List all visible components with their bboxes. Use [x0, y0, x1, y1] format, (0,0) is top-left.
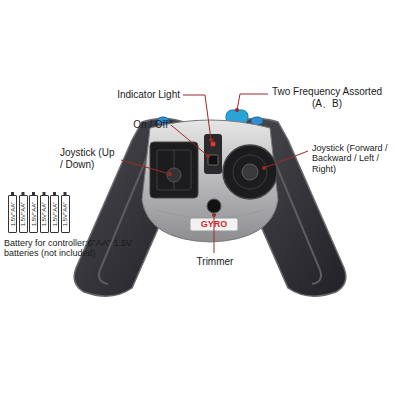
joystick-stick	[242, 164, 258, 180]
battery-label: 1.5V"AA"	[41, 202, 47, 227]
callout-label: Trimmer	[192, 256, 238, 268]
battery: 1.5V"AA"	[61, 195, 70, 233]
brand-label: GYRO	[190, 219, 238, 229]
joystick-guide	[233, 155, 267, 189]
battery: 1.5V"AA"	[29, 195, 38, 233]
joystick-guide	[157, 150, 191, 190]
center-panel	[204, 134, 222, 174]
grip-trim	[99, 150, 150, 284]
callout-label: Two Frequency Assorted (A、B)	[262, 86, 392, 109]
battery: 1.5V"AA"	[8, 195, 17, 233]
controller-body	[142, 120, 278, 242]
callout-label: Joystick (Up / Down)	[60, 147, 118, 170]
right-joystick	[223, 145, 277, 199]
leader-lines	[121, 94, 308, 253]
trimmer-knob	[207, 199, 221, 213]
battery-label: 1.5V"AA"	[10, 202, 16, 227]
battery-label: 1.5V"AA"	[62, 202, 68, 227]
battery-note: Battery for controller:6"AA" 1.5V batter…	[4, 238, 158, 259]
indicator-light	[211, 142, 216, 147]
callout-label: On / Off	[110, 119, 168, 131]
callout-label: Indicator Light	[88, 89, 180, 101]
battery-label: 1.5V"AA"	[20, 202, 26, 227]
battery: 1.5V"AA"	[50, 195, 59, 233]
battery-label: 1.5V"AA"	[31, 202, 37, 227]
leader-dots	[168, 108, 266, 217]
joystick-stick	[167, 168, 181, 182]
battery: 1.5V"AA"	[19, 195, 28, 233]
battery-label: 1.5V"AA"	[52, 202, 58, 227]
battery: 1.5V"AA"	[40, 195, 49, 233]
callout-label: Joystick (Forward / Backward / Left / Ri…	[312, 143, 398, 174]
